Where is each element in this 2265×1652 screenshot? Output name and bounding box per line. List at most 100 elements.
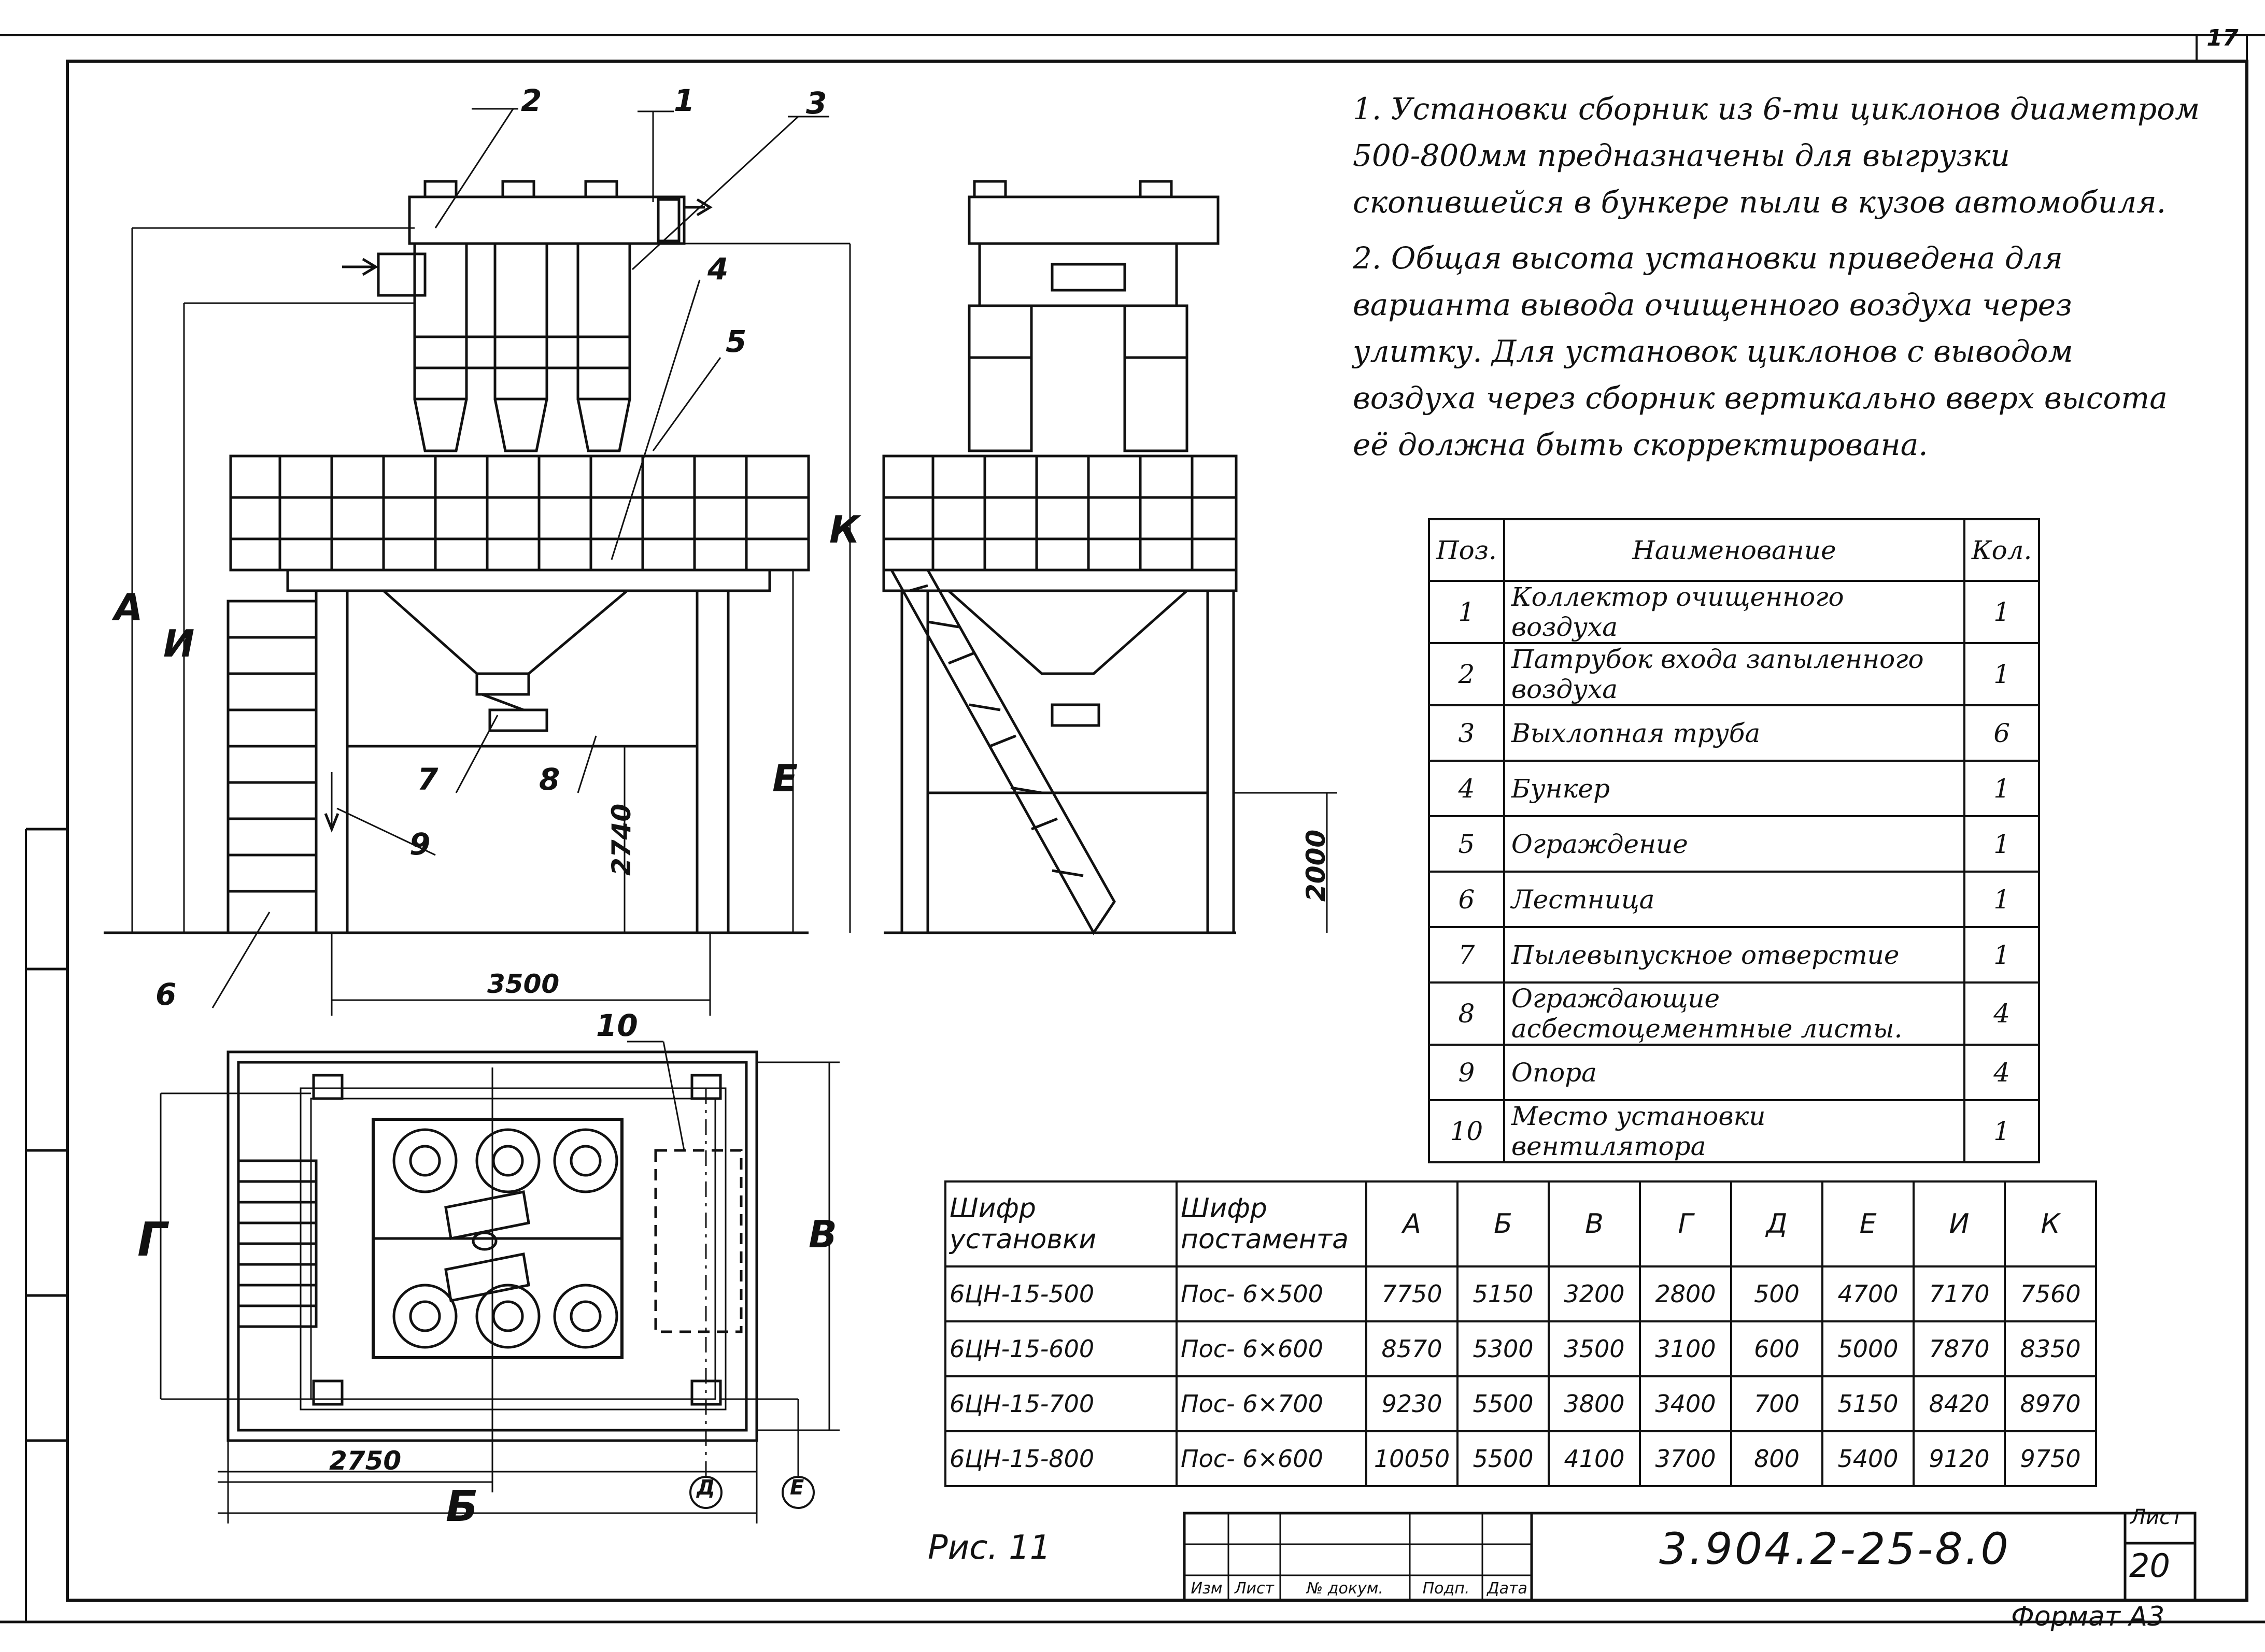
sheet-top-number: 17 xyxy=(2206,25,2239,51)
dims-cell: 9750 xyxy=(2004,1430,2097,1487)
tb-col-izm: Изм xyxy=(1191,1579,1223,1598)
tb-col-date: Дата xyxy=(1487,1579,1527,1598)
spec-pos: 10 xyxy=(1428,1099,1505,1163)
general-notes: 1. Установки сборник из 6-ти циклонов ди… xyxy=(1353,86,2203,477)
dims-header-k: К xyxy=(2004,1180,2097,1268)
dims-cell: 5000 xyxy=(1821,1320,1915,1377)
dims-cell: 5150 xyxy=(1821,1375,1915,1432)
note-2: 2. Общая высота установки приведена для … xyxy=(1353,240,2168,462)
callout-9: 9 xyxy=(409,827,431,862)
axis-mark-d: Д xyxy=(697,1476,715,1500)
dims-cell: 6ЦН-15-800 xyxy=(944,1430,1178,1487)
figure-caption: Рис. 11 xyxy=(928,1529,1051,1567)
dim-width-front: 3500 xyxy=(487,969,560,999)
dims-cell: 700 xyxy=(1730,1375,1823,1432)
note-1: 1. Установки сборник из 6-ти циклонов ди… xyxy=(1353,91,2200,220)
callout-1: 1 xyxy=(674,83,695,118)
dims-cell: 10050 xyxy=(1365,1430,1459,1487)
spec-pos: 8 xyxy=(1428,981,1505,1046)
callout-8: 8 xyxy=(539,762,560,797)
spec-pos: 1 xyxy=(1428,580,1505,644)
dims-cell: 8570 xyxy=(1365,1320,1459,1377)
document-code: 3.904.2-25-8.0 xyxy=(1659,1523,2011,1574)
tb-col-list: Лист xyxy=(1234,1579,1275,1598)
spec-qty: 1 xyxy=(1963,1099,2041,1163)
spec-name: Опора xyxy=(1503,1044,1965,1101)
spec-name: Выхлопная труба xyxy=(1503,704,1965,762)
dims-header-d: Д xyxy=(1730,1180,1823,1268)
dims-cell: 6ЦН-15-700 xyxy=(944,1375,1178,1432)
dims-cell: 8420 xyxy=(1913,1375,2006,1432)
plan-view xyxy=(160,1041,840,1523)
tb-col-doc: № докум. xyxy=(1307,1579,1383,1598)
dims-header-e: Е xyxy=(1821,1180,1915,1268)
spec-pos: 7 xyxy=(1428,926,1505,984)
spec-header-row: Поз. Наименование Кол. xyxy=(1428,518,2041,582)
frame-border xyxy=(66,60,2248,1602)
title-block-lines xyxy=(1183,1512,2197,1602)
dims-cell: 6ЦН-15-600 xyxy=(944,1320,1178,1377)
axis-mark-e: Е xyxy=(790,1476,804,1500)
spec-name: Ограждающие асбестоцементные листы. xyxy=(1503,981,1965,1046)
spec-qty: 1 xyxy=(1963,760,2041,817)
spec-qty: 1 xyxy=(1963,926,2041,984)
spec-pos: 2 xyxy=(1428,642,1505,706)
callout-2: 2 xyxy=(521,83,542,118)
dim-letter-b: Б xyxy=(446,1482,478,1531)
dims-cell: 4700 xyxy=(1821,1265,1915,1322)
dims-header-i: И xyxy=(1913,1180,2006,1268)
dims-cell: Пос- 6×600 xyxy=(1176,1430,1367,1487)
sheet-label: Лист xyxy=(2130,1505,2183,1529)
dim-letter-v: В xyxy=(809,1213,837,1256)
spec-qty: 4 xyxy=(1963,981,2041,1046)
dims-header-a: А xyxy=(1365,1180,1459,1268)
dims-cell: 3100 xyxy=(1639,1320,1732,1377)
spec-pos: 3 xyxy=(1428,704,1505,762)
dim-letter-a: А xyxy=(114,586,143,629)
spec-qty: 1 xyxy=(1963,642,2041,706)
spec-pos: 4 xyxy=(1428,760,1505,817)
dims-header-g: Г xyxy=(1639,1180,1732,1268)
dims-cell: 7560 xyxy=(2004,1265,2097,1322)
dims-cell: 8970 xyxy=(2004,1375,2097,1432)
spec-name: Лестница xyxy=(1503,871,1965,928)
dims-cell: 3800 xyxy=(1548,1375,1641,1432)
spec-name: Ограждение xyxy=(1503,815,1965,873)
dims-cell: 6ЦН-15-500 xyxy=(944,1265,1178,1322)
dims-cell: 9230 xyxy=(1365,1375,1459,1432)
spec-name: Бункер xyxy=(1503,760,1965,817)
dims-cell: 500 xyxy=(1730,1265,1823,1322)
dim-height-side: 2000 xyxy=(1301,829,1331,902)
tb-col-sign: Подп. xyxy=(1422,1579,1470,1598)
dims-cell: 3200 xyxy=(1548,1265,1641,1322)
spec-pos: 5 xyxy=(1428,815,1505,873)
callout-5: 5 xyxy=(726,324,747,359)
front-elevation xyxy=(104,108,851,1016)
dims-cell: 5300 xyxy=(1456,1320,1550,1377)
sheet-number: 20 xyxy=(2129,1547,2170,1585)
paper-format: Формат А3 xyxy=(2011,1601,2165,1632)
spec-qty: 1 xyxy=(1963,871,2041,928)
callout-4: 4 xyxy=(707,251,729,287)
dims-cell: 9120 xyxy=(1913,1430,2006,1487)
dimensions-table: Шифр установки Шифр постамента А Б В Г Д… xyxy=(944,1180,2097,1487)
spec-header-name: Наименование xyxy=(1503,518,1965,582)
dims-cell: 3700 xyxy=(1639,1430,1732,1487)
callout-6: 6 xyxy=(155,977,177,1012)
spec-pos: 9 xyxy=(1428,1044,1505,1101)
spec-header-qty: Кол. xyxy=(1963,518,2041,582)
dim-letter-i: И xyxy=(163,622,195,665)
spec-qty: 4 xyxy=(1963,1044,2041,1101)
dims-cell: 4100 xyxy=(1548,1430,1641,1487)
